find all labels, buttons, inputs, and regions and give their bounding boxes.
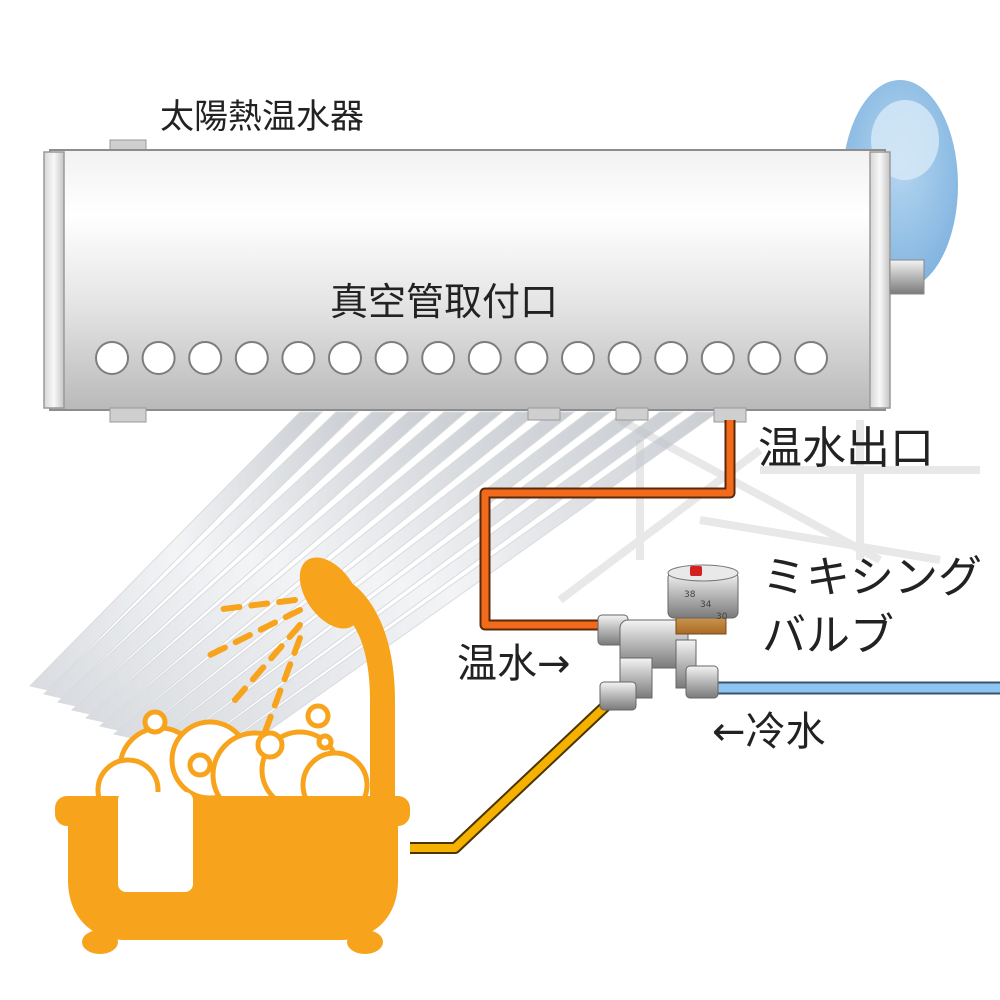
hot-outlet-label: 温水出口 bbox=[758, 423, 934, 474]
tube-ports-label: 真空管取付口 bbox=[330, 280, 559, 324]
tube-ports bbox=[95, 341, 828, 375]
warm-water-pipe bbox=[410, 697, 615, 852]
tube-port bbox=[794, 341, 828, 375]
mixing-valve-label-line1: ミキシング bbox=[762, 552, 982, 603]
hot-water-in-label: 温水→ bbox=[457, 641, 571, 687]
heater-label: 太陽熱温水器 bbox=[160, 97, 364, 137]
tube-port bbox=[421, 341, 456, 375]
tube-port bbox=[95, 341, 129, 375]
tube-port bbox=[374, 341, 409, 375]
tube-port bbox=[141, 341, 176, 375]
bathtub-icon bbox=[55, 557, 410, 954]
shower-head-icon bbox=[299, 557, 361, 629]
mixing-valve-icon bbox=[597, 564, 739, 711]
tube-port bbox=[514, 341, 549, 375]
tube-port bbox=[747, 341, 782, 375]
vacuum-tube bbox=[84, 411, 468, 723]
tube-port bbox=[561, 341, 595, 375]
tube-port bbox=[234, 341, 269, 375]
tube-port bbox=[281, 341, 316, 375]
valve-dial-mark: 34 bbox=[700, 600, 712, 610]
water-spray bbox=[207, 597, 303, 743]
mixing-valve-label-line2: バルブ bbox=[762, 610, 894, 661]
tube-port bbox=[467, 341, 502, 375]
cold-water-in-label: ←冷水 bbox=[712, 709, 826, 755]
tank bbox=[43, 139, 925, 423]
valve-dial-mark: 30 bbox=[716, 612, 728, 622]
valve-dial-mark: 38 bbox=[684, 590, 696, 600]
tube-port bbox=[654, 341, 689, 375]
tube-port bbox=[188, 341, 223, 375]
tube-port bbox=[607, 341, 642, 375]
tube-port bbox=[700, 341, 735, 375]
tube-port bbox=[328, 341, 362, 375]
